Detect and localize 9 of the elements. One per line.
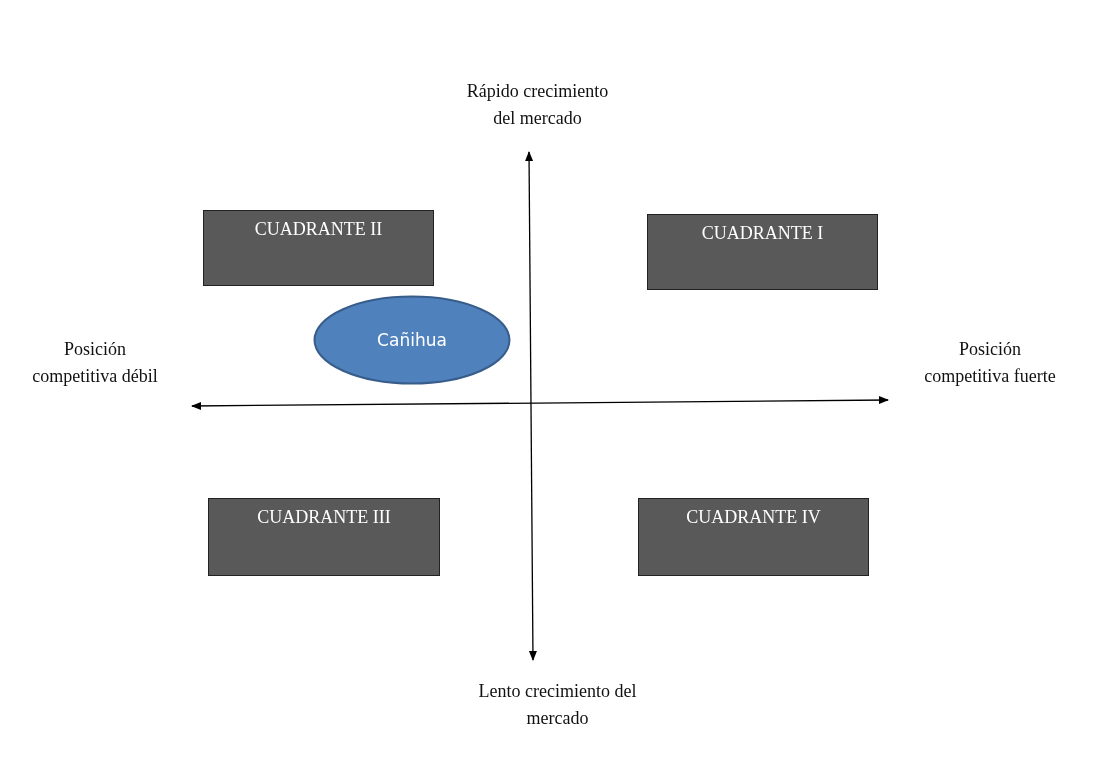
quadrant-box: CUADRANTE I [647,214,878,290]
quadrant-box: CUADRANTE IV [638,498,869,576]
quadrant-box: CUADRANTE II [203,210,434,286]
axis-label: Posición competitiva fuerte [923,338,1057,388]
axis-label: Posición competitiva débil [31,338,159,388]
quadrant-box: CUADRANTE III [208,498,440,576]
axis-label: Rápido crecimiento del mercado [465,80,610,130]
axis-label: Lento crecimiento del mercado [477,680,638,730]
node-label: Cañihua [376,330,448,350]
